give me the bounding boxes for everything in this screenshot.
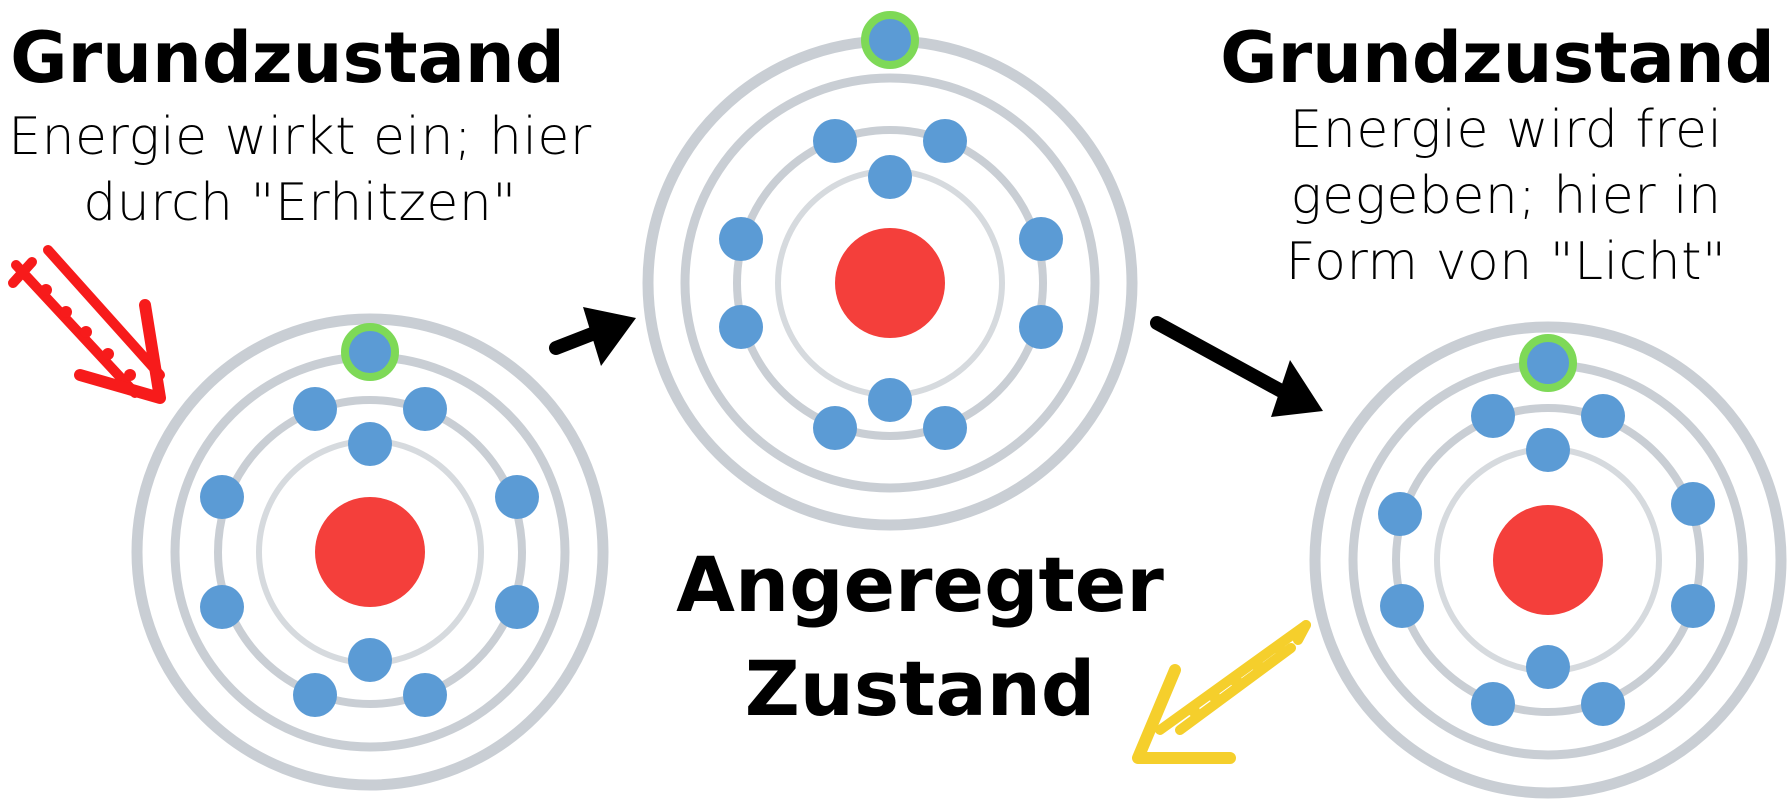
atom-ground-left	[131, 313, 609, 791]
electron	[403, 387, 447, 431]
right-subtitle-line3: Form von "Licht"	[1285, 232, 1727, 292]
left-subtitle-line1: Energie wirkt ein; hier	[8, 107, 592, 167]
electron	[868, 378, 912, 422]
electron	[1671, 482, 1715, 526]
electron	[1019, 305, 1063, 349]
electron	[495, 585, 539, 629]
shell-third	[733, 126, 1047, 440]
right-subtitle-line1: Energie wird frei	[1289, 100, 1723, 160]
electron	[200, 475, 244, 519]
electron	[813, 119, 857, 163]
atom-ground-right	[1309, 321, 1787, 799]
electron	[293, 673, 337, 717]
electron	[719, 217, 763, 261]
electron	[293, 387, 337, 431]
arrow-to-excited-icon	[549, 307, 636, 366]
valence-electron	[861, 11, 919, 69]
right-title: Grundzustand	[1220, 17, 1775, 99]
electron	[813, 406, 857, 450]
center-title-line2: Zustand	[744, 644, 1096, 733]
electron	[1671, 584, 1715, 628]
nucleus	[315, 497, 425, 607]
shell-third	[214, 396, 526, 708]
valence-electron	[341, 323, 399, 381]
electron	[1581, 394, 1625, 438]
electron	[1019, 217, 1063, 261]
shell-third	[1392, 404, 1704, 716]
electron	[923, 119, 967, 163]
valence-electron	[1519, 334, 1577, 392]
electron	[868, 155, 912, 199]
shell-outer	[1309, 321, 1787, 799]
heat-arrow-icon	[8, 245, 166, 404]
right-subtitle-line2: gegeben; hier in	[1290, 166, 1722, 226]
nucleus	[1493, 505, 1603, 615]
electron	[923, 406, 967, 450]
left-subtitle-line2: durch "Erhitzen"	[83, 173, 517, 233]
electron	[1526, 645, 1570, 689]
electron	[1380, 584, 1424, 628]
electron	[348, 422, 392, 466]
electron	[719, 305, 763, 349]
arrow-to-ground-icon	[1150, 316, 1323, 417]
electron	[1471, 682, 1515, 726]
electron	[1526, 428, 1570, 472]
nucleus	[835, 228, 945, 338]
electron	[1378, 492, 1422, 536]
electron	[1471, 394, 1515, 438]
electron	[403, 673, 447, 717]
left-title: Grundzustand	[10, 17, 565, 99]
electron	[495, 475, 539, 519]
shell-fourth	[680, 73, 1100, 493]
center-title-line1: Angeregter	[676, 540, 1164, 629]
shell-outer	[131, 313, 609, 791]
electron	[348, 638, 392, 682]
atom-excited-center	[642, 11, 1138, 531]
electron	[1581, 682, 1625, 726]
electron	[200, 585, 244, 629]
light-arrow-icon	[1132, 620, 1311, 764]
